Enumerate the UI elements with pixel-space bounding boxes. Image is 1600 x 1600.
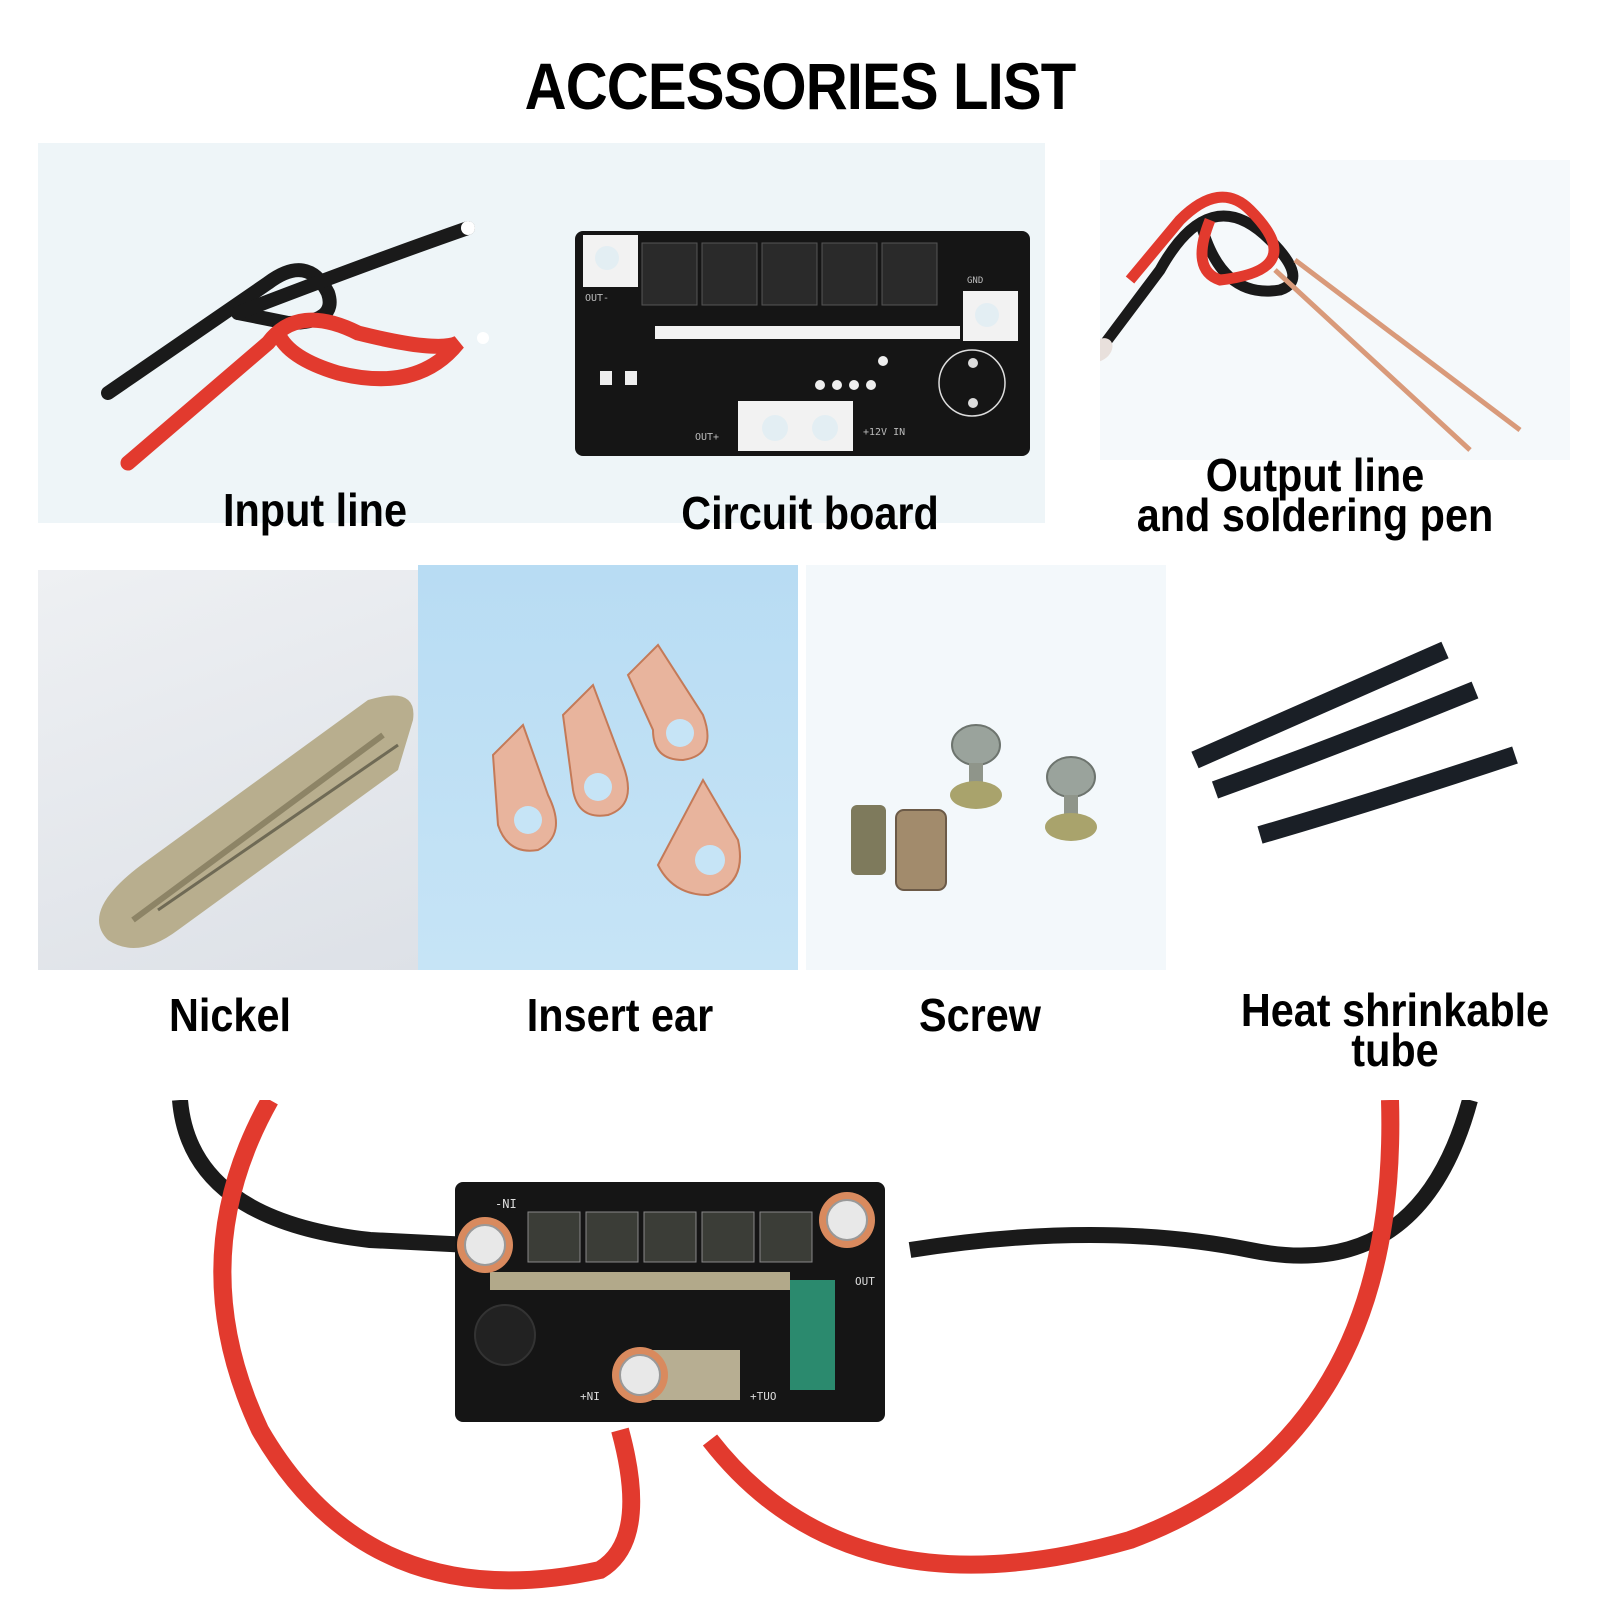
heat-shrink-tube-label-line2: tube <box>1351 1024 1439 1076</box>
nickel-photo <box>38 570 418 970</box>
page-title: ACCESSORIES LIST <box>524 49 1077 123</box>
silk-out-right: OUT <box>855 1275 875 1288</box>
circuit-board-photo: OUT- OUT+ GND +12V IN <box>555 143 1045 523</box>
output-line-label: Output line and soldering pen <box>1113 449 1518 541</box>
circuit-board-label: Circuit board <box>681 487 939 539</box>
heat-shrink-tube-label: Heat shrinkable tube <box>1229 984 1562 1076</box>
silk-in-plus: +NI <box>580 1390 600 1403</box>
insert-ear-label: Insert ear <box>526 989 714 1041</box>
output-line-label-line1: Output line <box>1205 449 1425 501</box>
heat-shrink-tube-label-line1: Heat shrinkable <box>1240 984 1550 1036</box>
input-line-photo <box>38 143 558 523</box>
silk-out-minus: OUT- <box>585 293 609 304</box>
input-line-label: Input line <box>223 484 407 536</box>
screw-photo <box>806 565 1166 970</box>
silk-out-bottom: +TUO <box>750 1390 777 1403</box>
insert-ear-photo <box>418 565 798 970</box>
assembled-board-photo: -NI +NI OUT +TUO <box>150 1100 1530 1600</box>
nickel-label: Nickel <box>169 989 291 1041</box>
heat-shrink-tube-photo <box>1170 580 1570 960</box>
silk-out-plus: OUT+ <box>695 432 719 443</box>
output-line-photo <box>1100 160 1570 460</box>
output-line-label-line2: and soldering pen <box>1136 489 1494 541</box>
screw-label: Screw <box>919 989 1041 1041</box>
silk-in-minus: -NI <box>495 1197 517 1211</box>
silk-12v-in: +12V IN <box>863 427 905 438</box>
silk-gnd: GND <box>967 276 983 286</box>
